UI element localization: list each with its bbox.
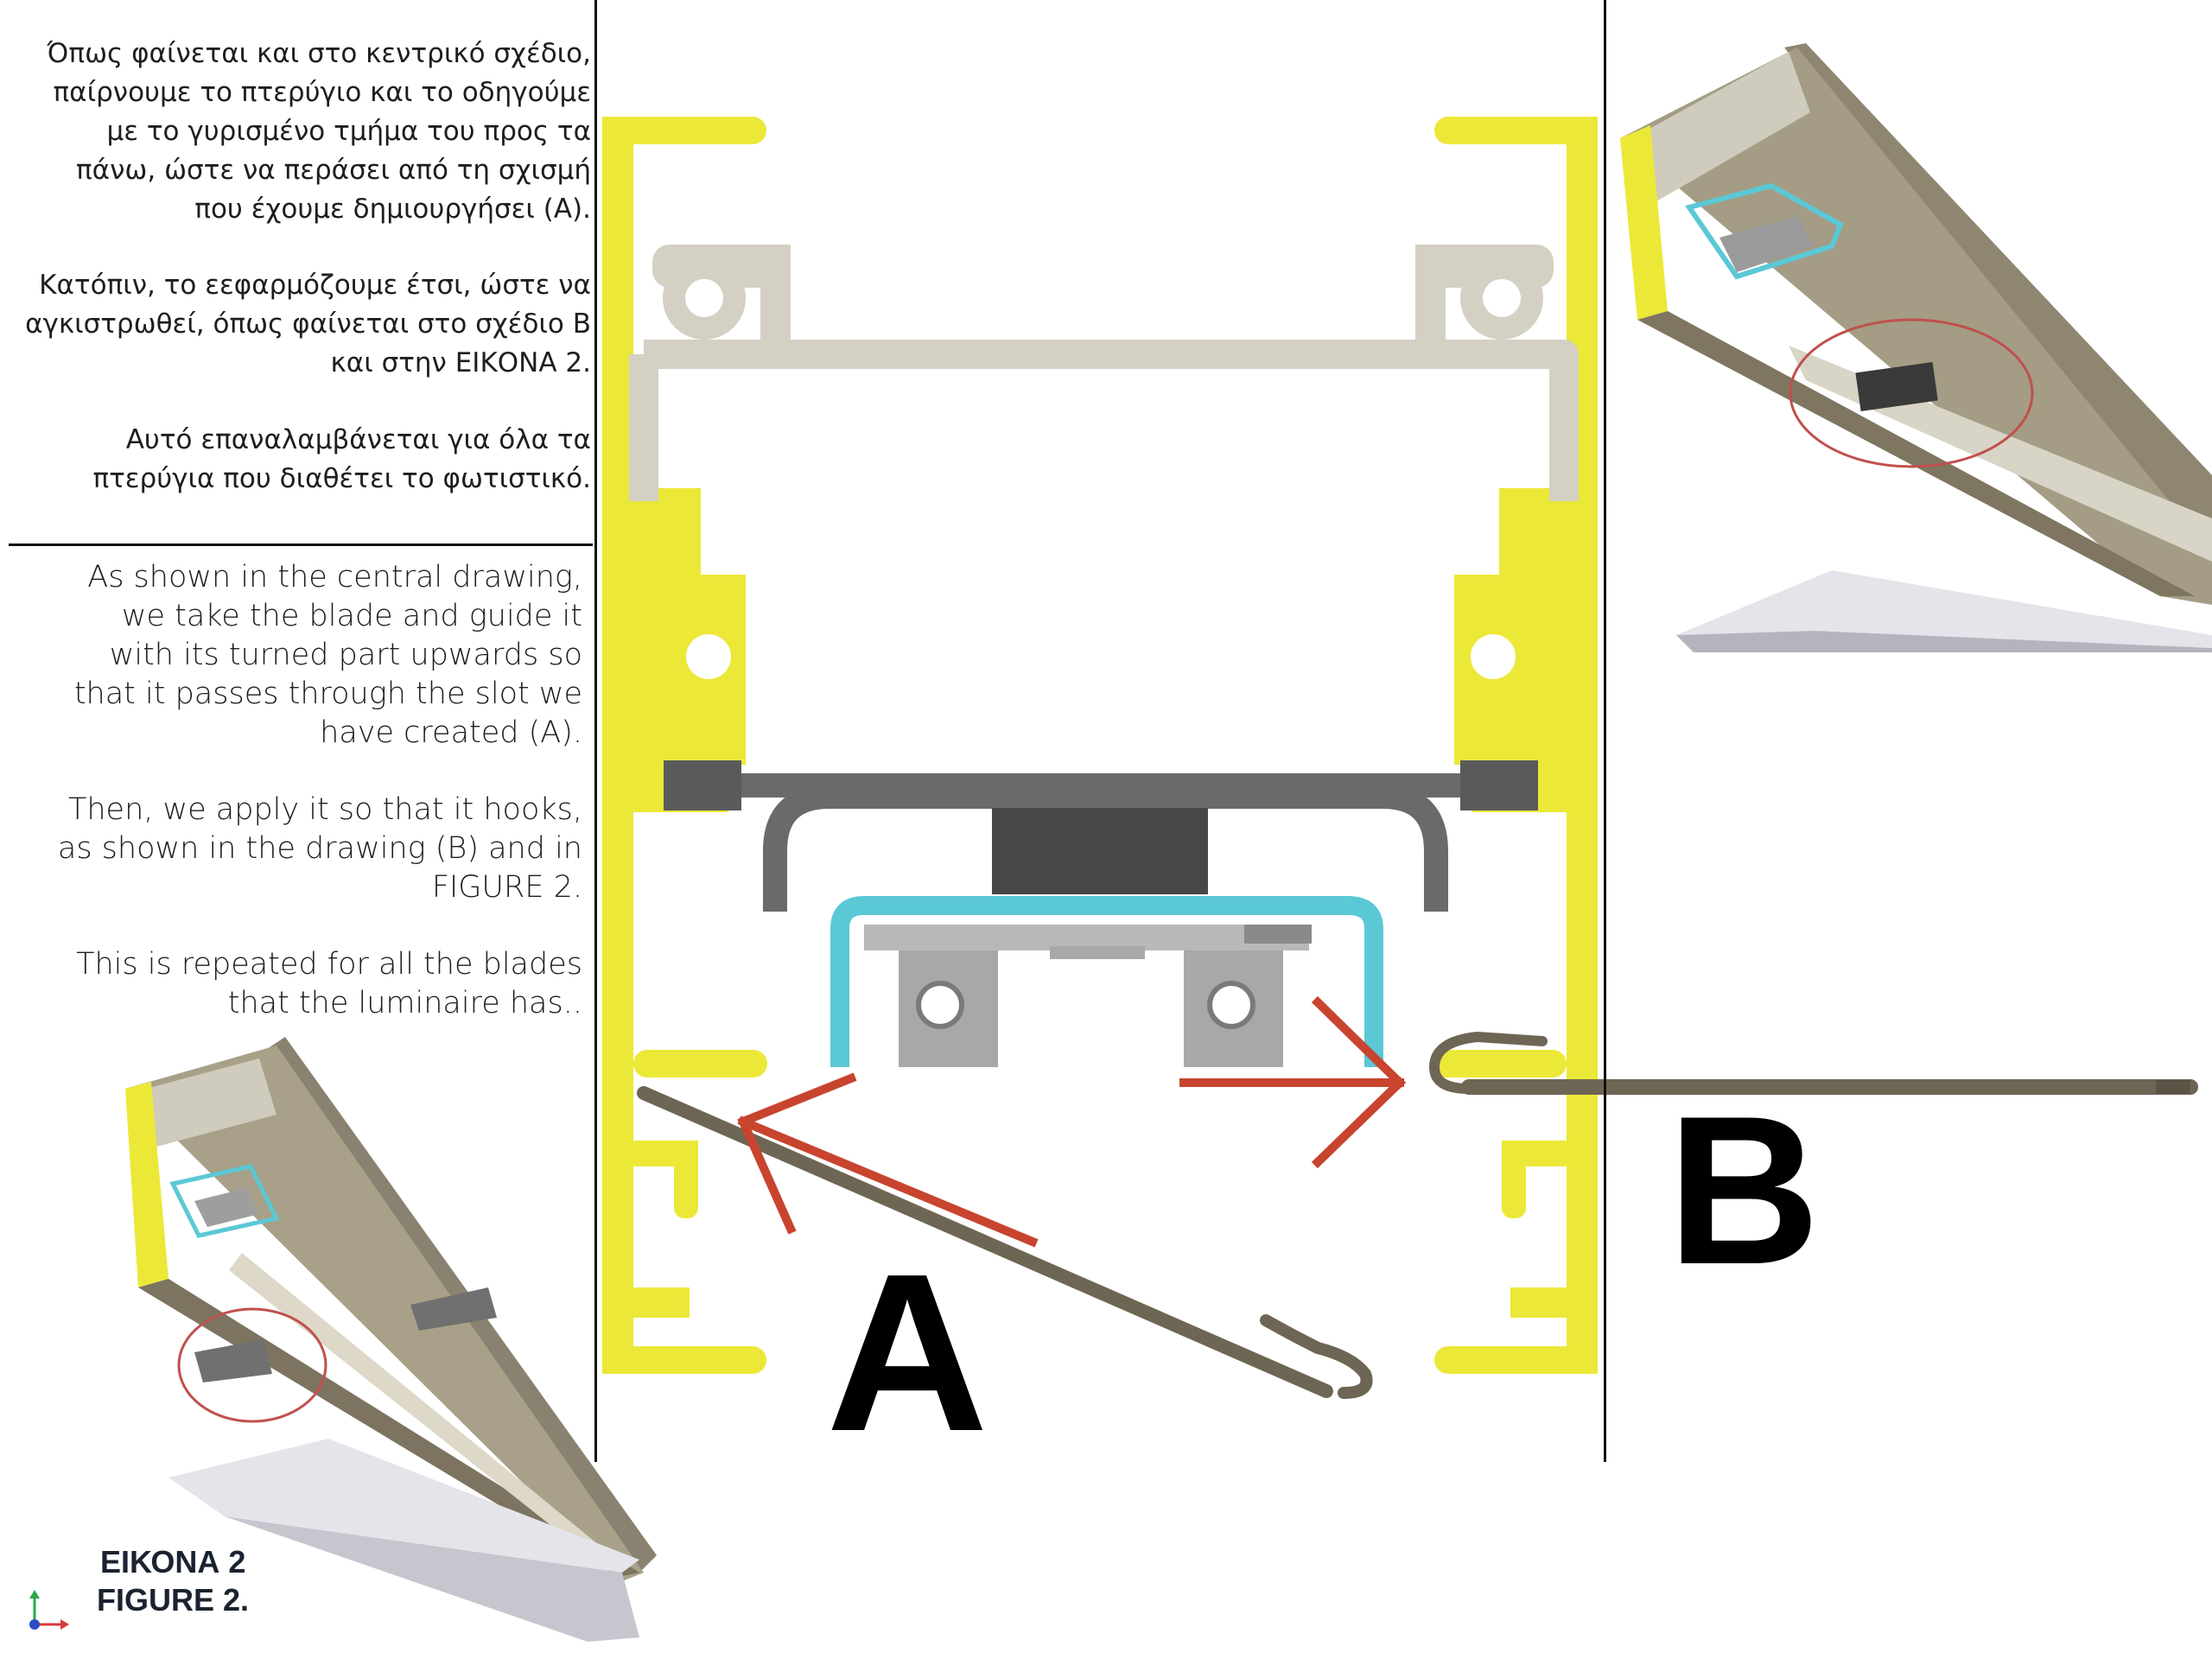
right-rail: [1460, 760, 1538, 810]
gray-tray: [741, 773, 1460, 912]
axis-gizmo-icon: [29, 1590, 69, 1630]
label-a: A: [826, 1228, 988, 1462]
blade-a: [637, 1086, 1373, 1399]
left-separator-line: [594, 0, 597, 1462]
left-rail: [664, 760, 741, 810]
english-paragraph-3: This is repeated for all the blades that…: [76, 947, 582, 1020]
profile-left-wall: [602, 117, 767, 1374]
led-holder: [830, 896, 1383, 1067]
profile-left-groove: [686, 634, 731, 679]
cover-profile: [629, 245, 1579, 501]
section-divider: [9, 543, 593, 546]
luminaire-render-top: [1620, 43, 2212, 652]
right-separator-line: [1604, 0, 1606, 1462]
figure-caption-greek: ΕΙΚΟΝΑ 2: [100, 1544, 246, 1580]
driver-block: [992, 808, 1208, 894]
greek-paragraph-2: Κατόπιν, το εεφαρμόζουμε έτσι, ώστε να α…: [25, 270, 591, 378]
english-paragraph-1: As shown in the central drawing, we take…: [73, 560, 582, 750]
arrow-b: [1179, 995, 1407, 1169]
left-clip: [899, 950, 998, 1067]
blade-b: [1428, 1031, 1604, 1095]
greek-paragraph-1: Όπως φαίνεται και στο κεντρικό σχέδιο, π…: [47, 38, 591, 225]
figure-caption-english: FIGURE 2.: [97, 1582, 250, 1618]
greek-paragraph-3: Αυτό επαναλαμβάνεται για όλα τα πτερύγια…: [92, 424, 591, 494]
right-panel-drawing: B: [1606, 43, 2212, 1308]
figure-2-render: [29, 1037, 657, 1642]
english-paragraph-2: Then, we apply it so that it hooks, as s…: [57, 792, 582, 905]
cross-section-drawing: A: [602, 117, 1604, 1462]
arrow-a: [737, 1072, 1039, 1248]
profile-right-groove: [1471, 634, 1516, 679]
label-b: B: [1668, 1071, 1821, 1308]
right-clip: [1184, 950, 1283, 1067]
